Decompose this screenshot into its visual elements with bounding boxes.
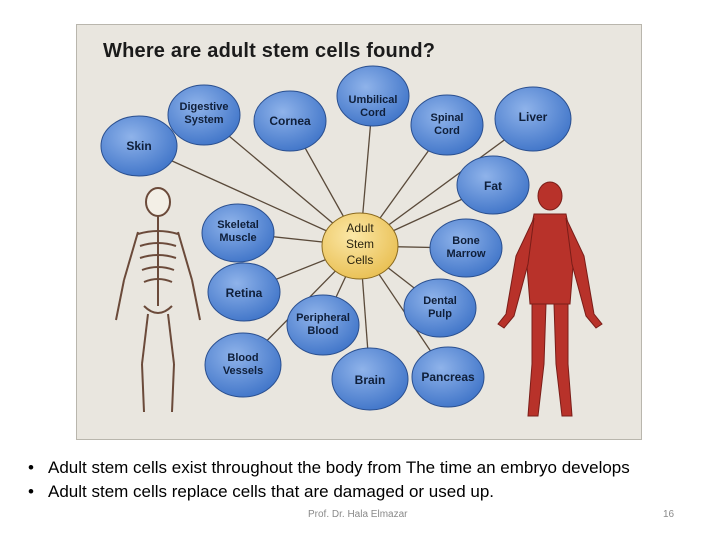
- node-liver: Liver: [494, 86, 572, 152]
- bullet-item: • Adult stem cells exist throughout the …: [28, 458, 718, 482]
- node-retina: Retina: [207, 262, 281, 322]
- node-fat: Fat: [456, 155, 530, 215]
- node-pancreas-label: Pancreas: [421, 370, 475, 384]
- node-spinal-cord: Spinal Cord: [410, 94, 484, 156]
- node-brain-label: Brain: [355, 373, 386, 387]
- muscle-figure-illustration: [497, 181, 603, 417]
- node-bone-marrow-label-1: Bone: [452, 235, 480, 247]
- node-skin: Skin: [100, 115, 178, 177]
- node-cornea-label: Cornea: [269, 114, 311, 128]
- bullet-marker: •: [28, 482, 34, 501]
- node-umbilical-cord-label-2: Cord: [360, 107, 386, 119]
- node-digestive-system-label-2: System: [184, 114, 223, 126]
- node-umbilical-cord: Umbilical Cord: [336, 65, 410, 127]
- node-bone-marrow-label-2: Marrow: [446, 248, 486, 260]
- skeleton-illustration: [115, 187, 201, 413]
- footer-author: Prof. Dr. Hala Elmazar: [308, 509, 408, 520]
- center-label-line-3: Cells: [347, 253, 374, 267]
- center-label-line-2: Stem: [346, 237, 374, 251]
- bullet-text: Adult stem cells exist throughout the bo…: [48, 458, 630, 477]
- center-label-line-1: Adult: [346, 221, 374, 235]
- node-dental-pulp-label-1: Dental: [423, 295, 457, 307]
- bullet-item: • Adult stem cells replace cells that ar…: [28, 482, 718, 506]
- node-umbilical-cord-label-1: Umbilical: [349, 94, 398, 106]
- node-fat-label: Fat: [484, 179, 502, 193]
- node-bone-marrow: Bone Marrow: [429, 218, 503, 278]
- node-liver-label: Liver: [519, 110, 548, 124]
- stem-cell-diagram: Adult Stem Cells Skin Digestive System C…: [100, 65, 603, 417]
- node-digestive-system-label-1: Digestive: [180, 101, 229, 113]
- node-skeletal-muscle-label-2: Muscle: [219, 232, 256, 244]
- node-skin-label: Skin: [126, 139, 151, 153]
- node-blood-vessels-label-2: Vessels: [223, 365, 263, 377]
- node-cornea: Cornea: [253, 90, 327, 152]
- node-dental-pulp: Dental Pulp: [403, 278, 477, 338]
- node-peripheral-blood: Peripheral Blood: [286, 294, 360, 356]
- bullet-list: • Adult stem cells exist throughout the …: [28, 458, 718, 506]
- node-retina-label: Retina: [226, 286, 263, 300]
- bullet-marker: •: [28, 458, 34, 477]
- node-pancreas: Pancreas: [411, 346, 485, 408]
- node-peripheral-blood-label-1: Peripheral: [296, 312, 350, 324]
- node-dental-pulp-label-2: Pulp: [428, 308, 452, 320]
- node-skeletal-muscle-label-1: Skeletal: [217, 219, 259, 231]
- center-node-adult-stem-cells: Adult Stem Cells: [321, 212, 399, 280]
- node-skeletal-muscle: Skeletal Muscle: [201, 203, 275, 263]
- node-peripheral-blood-label-2: Blood: [307, 325, 338, 337]
- node-digestive-system: Digestive System: [167, 84, 241, 146]
- node-blood-vessels: Blood Vessels: [204, 332, 282, 398]
- node-spinal-cord-label-1: Spinal: [430, 112, 463, 124]
- node-blood-vessels-label-1: Blood: [227, 352, 258, 364]
- node-spinal-cord-label-2: Cord: [434, 125, 460, 137]
- bullet-text: Adult stem cells replace cells that are …: [48, 482, 495, 501]
- figure-title: Where are adult stem cells found?: [103, 40, 436, 62]
- page-number: 16: [663, 509, 675, 520]
- node-brain: Brain: [331, 347, 409, 411]
